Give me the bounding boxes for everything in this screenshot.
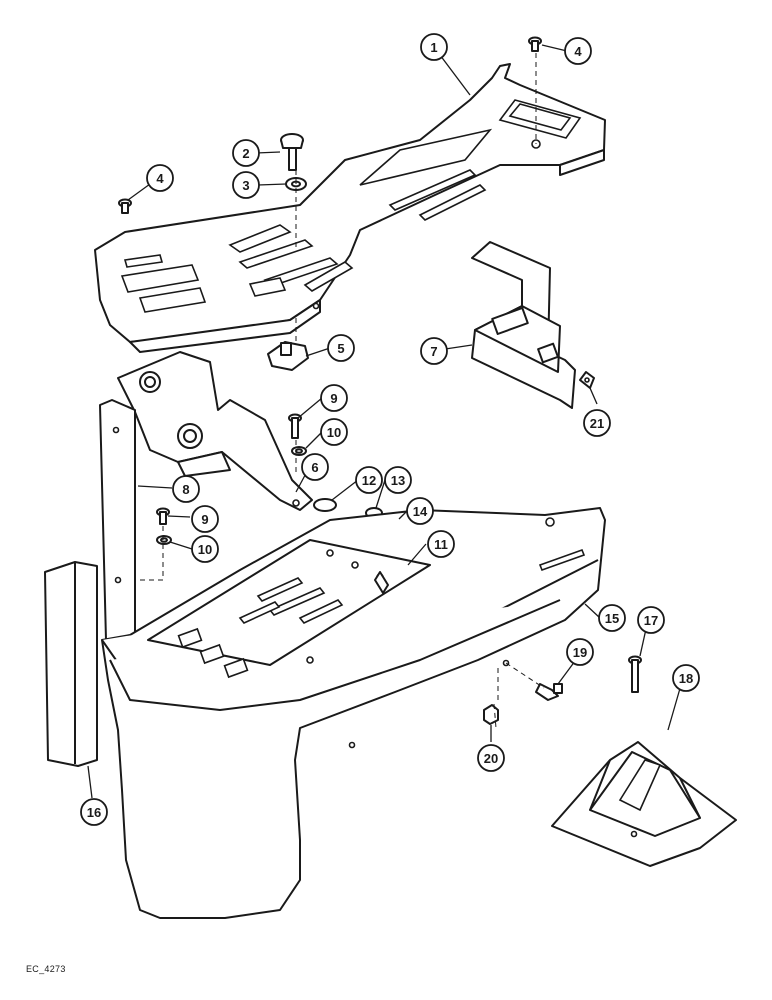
- callout-number: 11: [434, 537, 448, 552]
- callout-circle: [146, 164, 174, 192]
- bolt-upper: [288, 413, 302, 439]
- callout-number: 18: [679, 671, 693, 686]
- callout-c4b: 4: [564, 37, 592, 65]
- callout-number: 10: [327, 425, 341, 440]
- callout-number: 12: [362, 473, 376, 488]
- plug-large: [313, 498, 337, 512]
- callout-c19: 19: [566, 638, 594, 666]
- callout-circle: [420, 337, 448, 365]
- callout-circle: [80, 798, 108, 826]
- long-bolt: [628, 655, 642, 693]
- callout-number: 15: [605, 611, 619, 626]
- callout-number: 21: [590, 416, 604, 431]
- callout-circle: [637, 606, 665, 634]
- callout-c15: 15: [598, 604, 626, 632]
- callout-c11: 11: [427, 530, 455, 558]
- callout-c5: 5: [327, 334, 355, 362]
- screw-left: [118, 198, 132, 214]
- callout-c14: 14: [406, 497, 434, 525]
- callout-number: 8: [182, 482, 189, 497]
- callout-c4a: 4: [146, 164, 174, 192]
- callout-circle: [477, 744, 505, 772]
- callout-number: 14: [413, 504, 428, 519]
- callout-c13: 13: [384, 466, 412, 494]
- callout-c16: 16: [80, 798, 108, 826]
- callout-number: 6: [311, 460, 318, 475]
- callout-circle: [172, 475, 200, 503]
- callout-c17: 17: [637, 606, 665, 634]
- callout-circle: [320, 384, 348, 412]
- callout-c10b: 10: [191, 535, 219, 563]
- callout-circle: [566, 638, 594, 666]
- angle-bracket: [471, 241, 576, 409]
- gear-lever-boot: [551, 741, 737, 867]
- knob-bolt: [280, 133, 304, 171]
- callout-circle: [355, 466, 383, 494]
- mounting-plate: [147, 539, 431, 679]
- callout-number: 1: [430, 40, 437, 55]
- callout-c9b: 9: [191, 505, 219, 533]
- callout-circle: [406, 497, 434, 525]
- callout-circle: [427, 530, 455, 558]
- callout-circle: [583, 409, 611, 437]
- callout-circle: [301, 453, 329, 481]
- callout-circle: [672, 664, 700, 692]
- callout-number: 20: [484, 751, 498, 766]
- hex-nut: [483, 704, 499, 725]
- figure-reference-code: EC_4273: [26, 964, 66, 974]
- callout-circle: [564, 37, 592, 65]
- callout-number: 4: [156, 171, 164, 186]
- callout-number: 13: [391, 473, 405, 488]
- nut-upper: [291, 446, 307, 456]
- callout-number: 19: [573, 645, 587, 660]
- callout-number: 4: [574, 44, 582, 59]
- side-pad: [44, 561, 98, 767]
- callout-circle: [232, 139, 260, 167]
- callout-number: 5: [337, 341, 344, 356]
- alignment-lines: [138, 53, 545, 729]
- callout-circle: [232, 171, 260, 199]
- top-cover-plate: [94, 63, 606, 353]
- callout-c8: 8: [172, 475, 200, 503]
- callout-c1: 1: [420, 33, 448, 61]
- callout-c7: 7: [420, 337, 448, 365]
- short-bolt: [535, 683, 563, 701]
- callout-number: 9: [201, 512, 208, 527]
- callout-c6: 6: [301, 453, 329, 481]
- callout-number: 2: [242, 146, 249, 161]
- callout-circle: [191, 535, 219, 563]
- callout-c20: 20: [477, 744, 505, 772]
- callout-number: 10: [198, 542, 212, 557]
- nut-lower: [156, 535, 172, 545]
- callout-c9a: 9: [320, 384, 348, 412]
- callout-circle: [191, 505, 219, 533]
- callout-circle: [598, 604, 626, 632]
- callout-c2: 2: [232, 139, 260, 167]
- callout-number: 9: [330, 391, 337, 406]
- clip-bracket: [267, 341, 309, 371]
- callout-c12: 12: [355, 466, 383, 494]
- callout-number: 3: [242, 178, 249, 193]
- callout-c18: 18: [672, 664, 700, 692]
- callout-number: 16: [87, 805, 101, 820]
- callout-circle: [320, 418, 348, 446]
- screw-right: [528, 36, 542, 52]
- callout-c21: 21: [583, 409, 611, 437]
- side-panel: [99, 399, 136, 646]
- callout-number: 17: [644, 613, 658, 628]
- callout-c10a: 10: [320, 418, 348, 446]
- bolt-lower: [156, 507, 170, 525]
- callout-number: 7: [430, 344, 437, 359]
- callout-circle: [327, 334, 355, 362]
- small-nut: [579, 371, 595, 389]
- callout-c3: 3: [232, 171, 260, 199]
- callout-circle: [420, 33, 448, 61]
- callout-circle: [384, 466, 412, 494]
- steering-bracket: [117, 351, 313, 511]
